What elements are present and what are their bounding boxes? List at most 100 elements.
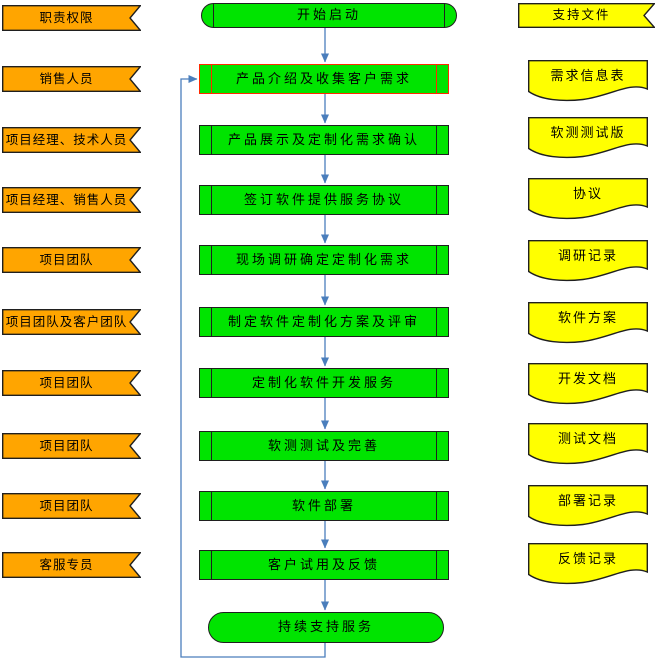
- process-step: 产品展示及定制化需求确认: [199, 125, 449, 155]
- role-header-label: 职责权限: [39, 9, 94, 25]
- side-bar: [211, 126, 213, 154]
- role-banner: 项目经理、技术人员: [2, 127, 141, 153]
- role-banner: 销售人员: [2, 66, 141, 92]
- side-bar: [211, 308, 213, 336]
- side-bar: [211, 246, 213, 274]
- process-step: 现场调研确定定制化需求: [199, 245, 449, 275]
- process-step: 签订软件提供服务协议: [199, 185, 449, 215]
- role-banner: 项目经理、销售人员: [2, 187, 141, 213]
- side-bar: [435, 432, 437, 460]
- document-shape: 需求信息表: [528, 60, 648, 102]
- process-step-label: 制定软件定制化方案及评审: [227, 314, 420, 330]
- document-label: 协议: [572, 186, 603, 202]
- banner-shape: [2, 370, 141, 396]
- document-label: 反馈记录: [557, 551, 618, 567]
- document-label: 部署记录: [557, 493, 618, 509]
- banner-shape: [2, 552, 141, 578]
- end-terminator: 持续支持服务: [208, 612, 444, 643]
- banner-shape: [2, 493, 141, 519]
- document-label: 调研记录: [557, 248, 618, 264]
- document-header-label: 支持文件: [552, 7, 611, 23]
- document-outline: [528, 178, 648, 220]
- process-step: 软件部署: [199, 491, 449, 521]
- role-banner: 项目团队: [2, 433, 141, 459]
- banner-shape: [2, 66, 141, 92]
- side-bar: [435, 308, 437, 336]
- end-label: 持续支持服务: [277, 620, 374, 635]
- document-outline: [528, 117, 648, 159]
- side-bar: [213, 4, 215, 27]
- process-step: 定制化软件开发服务: [199, 368, 449, 398]
- banner-shape: [2, 187, 141, 213]
- document-outline: [528, 240, 648, 282]
- role-banner: 项目团队: [2, 493, 141, 519]
- banner-shape: [2, 5, 141, 31]
- process-step-highlighted: 产品介绍及收集客户需求: [199, 64, 449, 94]
- banner-shape: [2, 433, 141, 459]
- banner-shape: [2, 309, 141, 335]
- role-label: 销售人员: [39, 70, 94, 86]
- role-label: 项目团队: [39, 437, 94, 453]
- process-step-label: 现场调研确定定制化需求: [235, 252, 412, 268]
- process-step: 制定软件定制化方案及评审: [199, 307, 449, 337]
- role-label: 项目团队: [39, 251, 94, 267]
- role-label: 项目经理、技术人员: [5, 131, 128, 147]
- side-bar: [435, 492, 437, 520]
- start-label: 开始启动: [296, 8, 361, 23]
- side-bar: [211, 65, 213, 93]
- process-step-label: 产品介绍及收集客户需求: [235, 71, 412, 87]
- document-shape: 部署记录: [528, 485, 648, 527]
- document-outline: [528, 60, 648, 102]
- document-shape: 开发文档: [528, 363, 648, 405]
- role-column-header: 职责权限: [2, 5, 141, 31]
- side-bar: [435, 186, 437, 214]
- feedback-loop-arrow: [180, 75, 326, 658]
- process-step: 软测测试及完善: [199, 431, 449, 461]
- process-step-label: 软件部署: [291, 498, 356, 514]
- document-outline: [528, 363, 648, 405]
- document-shape: 软件方案: [528, 302, 648, 344]
- document-outline: [528, 302, 648, 344]
- role-label: 项目经理、销售人员: [5, 191, 128, 207]
- banner-shape: [2, 247, 141, 273]
- role-label: 客服专员: [39, 556, 94, 572]
- start-terminator: 开始启动: [201, 3, 457, 28]
- document-label: 测试文档: [557, 431, 618, 447]
- side-bar: [435, 65, 437, 93]
- process-step-label: 产品展示及定制化需求确认: [227, 132, 420, 148]
- side-bar: [435, 126, 437, 154]
- document-shape: 调研记录: [528, 240, 648, 282]
- document-outline: [528, 543, 648, 585]
- role-banner: 项目团队: [2, 247, 141, 273]
- banner-shape: [2, 127, 141, 153]
- process-step-label: 定制化软件开发服务: [251, 375, 396, 391]
- side-bar: [211, 432, 213, 460]
- document-label: 开发文档: [557, 371, 618, 387]
- side-bar: [443, 4, 445, 27]
- side-bar: [435, 551, 437, 579]
- document-outline: [528, 485, 648, 527]
- side-bar: [211, 551, 213, 579]
- side-bar: [435, 369, 437, 397]
- process-step-label: 签订软件提供服务协议: [243, 192, 404, 208]
- process-step-label: 客户试用及反馈: [267, 557, 380, 573]
- document-label: 软测测试版: [550, 125, 626, 141]
- side-bar: [435, 246, 437, 274]
- process-step-label: 软测测试及完善: [267, 438, 380, 454]
- banner-shape: [518, 3, 655, 28]
- side-bar: [211, 186, 213, 214]
- role-label: 项目团队及客户团队: [5, 313, 128, 329]
- role-label: 项目团队: [39, 497, 94, 513]
- role-banner: 项目团队及客户团队: [2, 309, 141, 335]
- document-shape: 协议: [528, 178, 648, 220]
- process-step: 客户试用及反馈: [199, 550, 449, 580]
- side-bar: [211, 492, 213, 520]
- role-banner: 项目团队: [2, 370, 141, 396]
- role-label: 项目团队: [39, 374, 94, 390]
- side-bar: [211, 369, 213, 397]
- document-outline: [528, 423, 648, 465]
- document-label: 软件方案: [557, 310, 618, 326]
- document-shape: 软测测试版: [528, 117, 648, 159]
